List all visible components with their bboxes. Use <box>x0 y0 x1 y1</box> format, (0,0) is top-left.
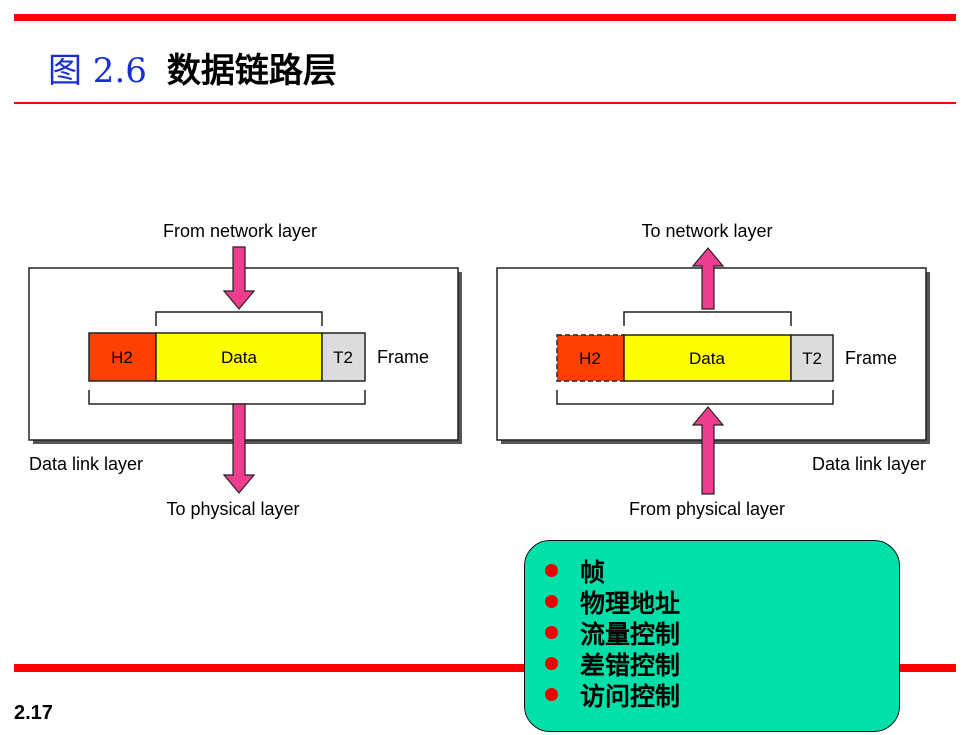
receiving-side-panel: H2 Data T2 Frame To network layer From p… <box>496 221 930 519</box>
top-red-bar <box>14 14 956 21</box>
figure-label: 图 2.6 <box>48 51 147 91</box>
frame-bracket <box>88 390 366 405</box>
list-item-text: 流量控制 <box>580 619 681 649</box>
frame-label: Frame <box>377 347 429 367</box>
data-cell-label: Data <box>689 349 725 368</box>
down-arrow-icon <box>222 246 256 310</box>
frame-bracket <box>556 390 834 405</box>
title-text: 数据链路层 <box>166 51 337 91</box>
bullet-icon <box>545 626 558 639</box>
list-item-text: 物理地址 <box>580 588 681 618</box>
list-item-text: 差错控制 <box>580 650 681 680</box>
bullet-icon <box>545 657 558 670</box>
from-physical-layer-label: From physical layer <box>629 499 785 519</box>
to-physical-layer-label: To physical layer <box>166 499 299 519</box>
header-cell-label: H2 <box>111 348 133 367</box>
list-item: 帧 <box>545 555 899 587</box>
up-arrow-icon <box>691 406 725 495</box>
data-link-layer-label: Data link layer <box>29 454 143 474</box>
list-item-text: 帧 <box>580 557 606 587</box>
trailer-cell-label: T2 <box>333 348 353 367</box>
trailer-cell <box>790 334 834 382</box>
list-item: 物理地址 <box>545 586 899 618</box>
header-cell-label: H2 <box>579 349 601 368</box>
data-bracket <box>623 311 792 326</box>
trailer-cell <box>321 332 366 382</box>
down-arrow-icon <box>222 403 256 494</box>
functions-list: 帧 物理地址 流量控制 差错控制 访问控制 <box>545 555 899 711</box>
title-underline <box>14 102 956 104</box>
header-cell <box>556 334 625 382</box>
bottom-red-bar <box>14 664 956 672</box>
page-number: 2.17 <box>14 702 53 724</box>
list-item: 访问控制 <box>545 679 899 711</box>
trailer-cell-label: T2 <box>802 349 822 368</box>
data-link-layer-label: Data link layer <box>812 454 926 474</box>
up-arrow-icon <box>691 247 725 310</box>
page-title: 图 2.6 数据链路层 <box>48 48 337 94</box>
frame-label: Frame <box>845 348 897 368</box>
bullet-icon <box>545 564 558 577</box>
functions-callout: 帧 物理地址 流量控制 差错控制 访问控制 <box>524 540 900 732</box>
data-bracket <box>155 311 323 326</box>
sending-side-panel: H2 Data T2 Frame From network layer To p… <box>28 221 462 519</box>
from-network-layer-label: From network layer <box>163 221 317 241</box>
bullet-icon <box>545 688 558 701</box>
header-cell <box>88 332 157 382</box>
data-cell-label: Data <box>221 348 257 367</box>
list-item: 流量控制 <box>545 617 899 649</box>
bullet-icon <box>545 595 558 608</box>
list-item-text: 访问控制 <box>580 681 681 711</box>
to-network-layer-label: To network layer <box>641 221 772 241</box>
list-item: 差错控制 <box>545 648 899 680</box>
